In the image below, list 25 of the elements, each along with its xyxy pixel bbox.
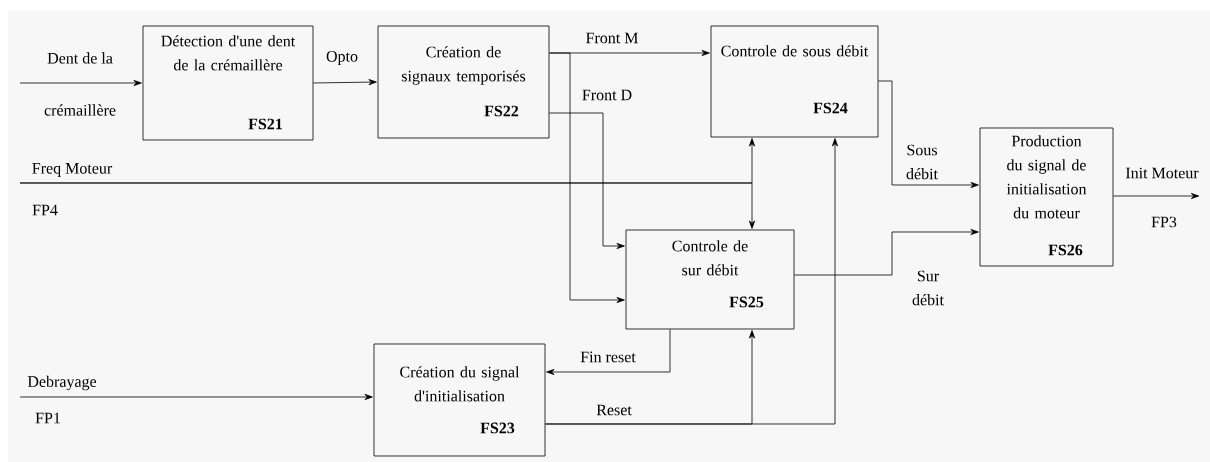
signal-label: FP3	[1151, 216, 1177, 228]
arrow	[19, 393, 373, 400]
process-box: Création du signal d'initialisation FS23	[373, 343, 546, 457]
signal-label: FP1	[35, 412, 60, 424]
arrow	[549, 112, 625, 249]
process-box: Création de signaux temporisés FS22	[377, 25, 550, 139]
edge-label: Freq Moteur	[30, 162, 114, 178]
process-box: Production du signal de initialisation du moteur FS26	[979, 127, 1114, 267]
edge-label: Dent de la	[46, 51, 114, 65]
arrow	[19, 79, 142, 86]
arrow	[545, 138, 838, 425]
arrow	[794, 229, 979, 276]
arrow	[1113, 193, 1200, 199]
arrow	[19, 182, 755, 229]
arrow	[313, 79, 377, 86]
process-box: Controle de sous débit FS24	[710, 25, 879, 138]
edge-label: Sous débit	[897, 143, 947, 181]
arrow	[546, 329, 671, 375]
signal-label: crémaillère	[44, 104, 116, 116]
signal-label: FP4	[32, 204, 58, 216]
process-box: Détection d'une dent de la crémaillère FS21	[142, 25, 314, 141]
arrow	[549, 52, 625, 303]
arrow	[878, 80, 979, 188]
process-box: Controle de sur débit FS25	[625, 229, 795, 330]
edge-label: Sur débit	[903, 269, 953, 307]
